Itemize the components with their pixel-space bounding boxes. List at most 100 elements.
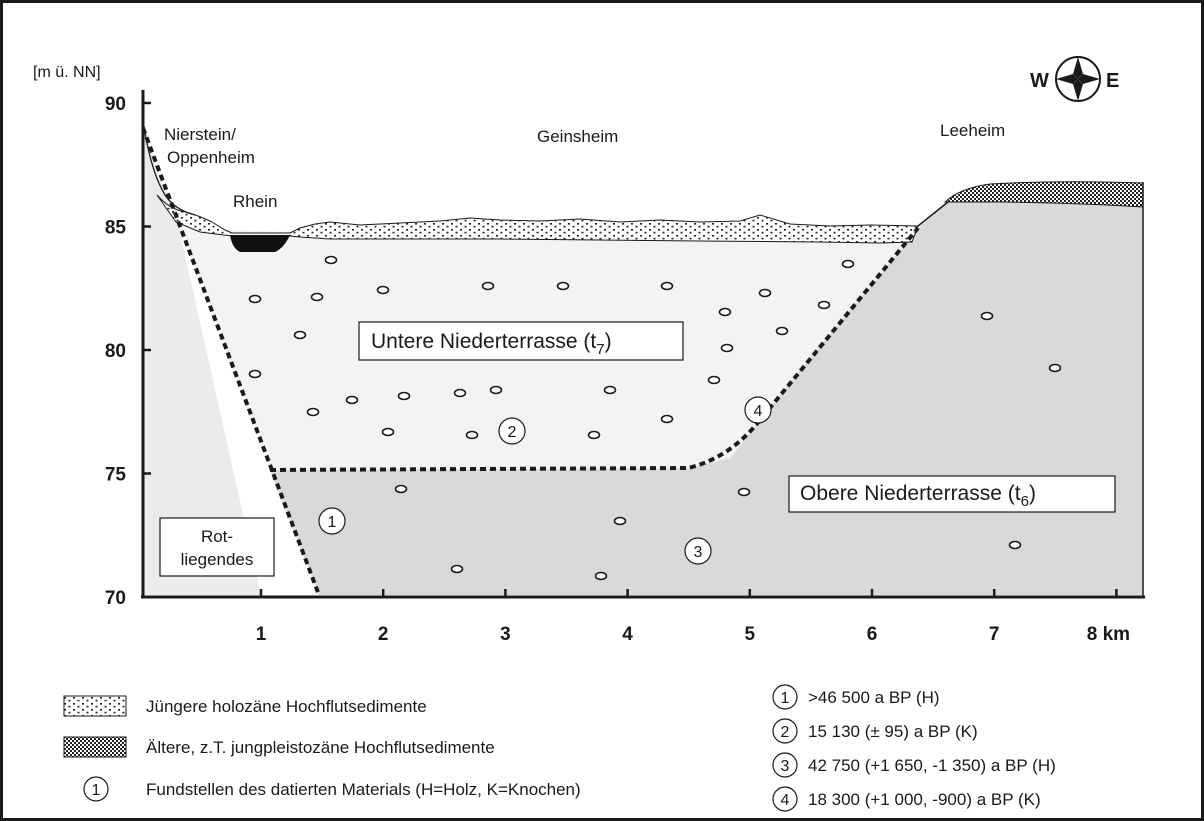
gravel-symbol (397, 391, 411, 401)
legend: Jüngere holozäne Hochflutsedimente Älter… (63, 695, 581, 802)
compass-east-point (1078, 74, 1100, 84)
y-tick-label: 90 (105, 94, 126, 115)
place-nierstein: Nierstein/ (164, 125, 236, 144)
svg-text:4: 4 (754, 403, 763, 420)
svg-text:2: 2 (508, 424, 517, 441)
rotliegendes-label-line1: Rot- (201, 527, 233, 546)
gravel-symbol (481, 281, 495, 291)
gravel-symbol (248, 369, 262, 379)
compass-north-point (1073, 57, 1083, 79)
date-entry-text: 18 300 (+1 000, -900) a BP (K) (808, 790, 1041, 809)
gravel-symbol (450, 564, 464, 574)
gravel-symbol (980, 311, 994, 321)
site-marker-1: 1 (318, 507, 346, 535)
obere-niederterrasse-label-box (788, 475, 1116, 513)
date-entry-number: 3 (781, 758, 790, 775)
date-entry-circle (772, 718, 798, 744)
gravel-symbol (841, 259, 855, 269)
date-entry-circle (772, 752, 798, 778)
gravel-symbol (707, 375, 721, 385)
gravel-symbol (394, 484, 408, 494)
date-entry: 1 >46 500 a BP (H) (772, 684, 940, 710)
legend-fund-symbol-circle (83, 776, 109, 802)
place-geinsheim: Geinsheim (537, 127, 618, 146)
date-entry: 4 18 300 (+1 000, -900) a BP (K) (772, 786, 1041, 812)
x-tick-label: 2 (378, 624, 389, 645)
date-entry-text: 42 750 (+1 650, -1 350) a BP (H) (808, 756, 1056, 775)
gravel-symbol (817, 300, 831, 310)
fault-boundary-dashed (141, 127, 321, 596)
y-axis-unit: [m ü. NN] (33, 64, 101, 81)
compass-west-point (1056, 74, 1078, 84)
place-leeheim: Leeheim (940, 121, 1005, 140)
date-entry-circle (772, 786, 798, 812)
gravel-symbol (720, 343, 734, 353)
gravel-symbol (345, 395, 359, 405)
gravel-symbol (660, 414, 674, 424)
legend-fundstellen-label: Fundstellen des datierten Materials (H=H… (146, 780, 581, 799)
rotliegendes-label-box (159, 517, 275, 577)
svg-text:3: 3 (694, 544, 703, 561)
gravel-symbol (613, 516, 627, 526)
date-entry-number: 1 (781, 690, 790, 707)
x-tick-label: 6 (867, 624, 878, 645)
gravel-symbol (453, 388, 467, 398)
gravel-symbol (737, 487, 751, 497)
gravel-symbol (376, 285, 390, 295)
gravel-symbol (1048, 363, 1062, 373)
x-tick-label: 3 (500, 624, 511, 645)
gravel-symbol (1008, 540, 1022, 550)
date-entry-text: 15 130 (± 95) a BP (K) (808, 722, 978, 741)
gravel-symbol (775, 326, 789, 336)
gravel-symbols (248, 255, 1062, 581)
date-entry-text: >46 500 a BP (H) (808, 688, 940, 707)
gravel-symbol (306, 407, 320, 417)
x-tick-label: 1 (256, 624, 267, 645)
date-entry-circle (772, 684, 798, 710)
rotliegendes-label-line2: liegendes (181, 550, 254, 569)
legend-pleistozaen-label: Ältere, z.T. jungpleistozäne Hochflutsed… (146, 738, 495, 757)
gravel-symbol (465, 430, 479, 440)
obere-niederterrasse-label: Obere Niederterrasse (t6) (800, 482, 1036, 510)
rotliegendes-area (143, 120, 261, 595)
compass-east: E (1106, 70, 1119, 92)
gravel-symbol (587, 430, 601, 440)
site-marker-3: 3 (684, 537, 712, 565)
gravel-symbol (660, 281, 674, 291)
compass-west: W (1030, 70, 1049, 92)
y-tick-label: 75 (105, 465, 127, 486)
site-marker-4: 4 (744, 396, 772, 424)
compass-rose: W E (1030, 56, 1119, 102)
rhein-channel (230, 235, 290, 252)
gravel-symbol (324, 255, 338, 265)
x-tick-label: 5 (745, 624, 756, 645)
gravel-symbol (489, 385, 503, 395)
date-entry-number: 4 (781, 792, 790, 809)
gravel-symbol (248, 294, 262, 304)
y-tick-label: 85 (105, 218, 127, 239)
gravel-symbol (758, 288, 772, 298)
y-tick-label: 70 (105, 588, 126, 609)
left-slope-surface (142, 119, 196, 216)
gravel-symbol (556, 281, 570, 291)
y-tick-label: 80 (105, 341, 126, 362)
legend-holozaen-swatch (63, 695, 127, 717)
legend-pleistozaen-swatch (63, 736, 127, 758)
x-tick-label: 8 km (1087, 624, 1130, 645)
place-rhein: Rhein (233, 192, 277, 211)
untere-niederterrasse-label: Untere Niederterrasse (t7) (371, 330, 612, 358)
date-entry: 3 42 750 (+1 650, -1 350) a BP (H) (772, 752, 1056, 778)
pleistozaen-sediment-layer (943, 181, 1144, 208)
gravel-symbol (310, 292, 324, 302)
gravel-symbol (718, 307, 732, 317)
slope-surface (917, 201, 949, 227)
gravel-symbol (594, 571, 608, 581)
place-oppenheim: Oppenheim (167, 148, 255, 167)
compass-south-point (1073, 79, 1083, 101)
legend-fund-symbol: 1 (92, 782, 101, 799)
